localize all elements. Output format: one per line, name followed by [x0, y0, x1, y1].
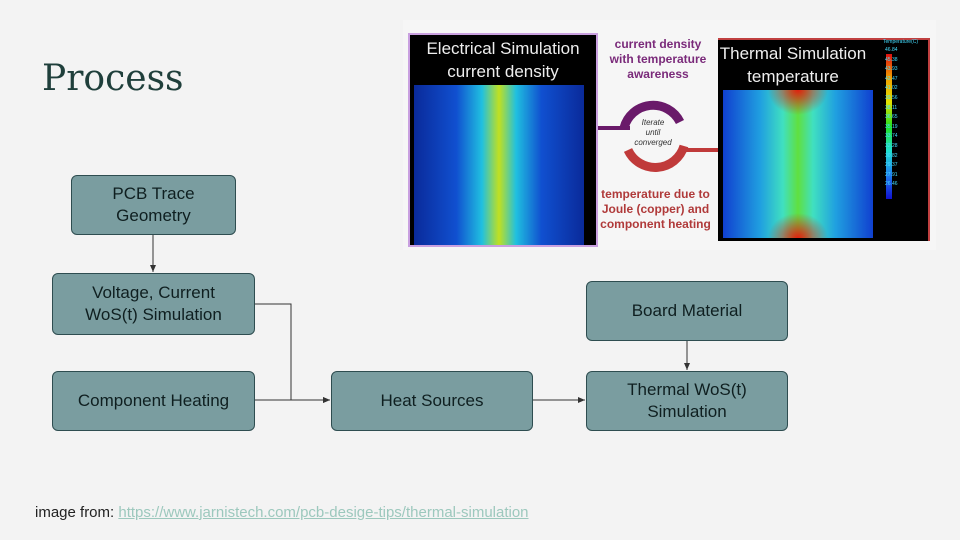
credit-link[interactable]: https://www.jarnistech.com/pcb-desige-ti…: [118, 504, 529, 521]
legend-value: 26.46: [885, 181, 898, 188]
legend-value: 46.84: [885, 47, 898, 53]
legend-value: 43.93: [885, 66, 898, 73]
image-credit: image from: https://www.jarnistech.com/p…: [35, 504, 529, 521]
node-thermal-simulation: Thermal WoS(t) Simulation: [586, 371, 788, 431]
legend-value: 32.28: [885, 142, 898, 149]
temperature-map: [723, 90, 873, 238]
legend-value: 30.82: [885, 152, 898, 159]
credit-prefix: image from:: [35, 504, 119, 521]
thermal-title: Thermal Simulation temperature: [719, 44, 867, 86]
legend-value: 29.37: [885, 162, 898, 169]
current-density-map: [414, 85, 584, 245]
slide-title: Process: [42, 58, 184, 99]
connector-voltage-heat: [255, 303, 330, 403]
node-component-heating: Component Heating: [52, 371, 255, 431]
electrical-panel: Electrical Simulation current density: [408, 33, 598, 247]
loop-caption: Iterate until converged: [634, 118, 672, 147]
legend-value: 27.91: [885, 171, 898, 178]
node-pcb-trace-geometry: PCB Trace Geometry: [71, 175, 236, 235]
node-heat-sources: Heat Sources: [331, 371, 533, 431]
node-board-material: Board Material: [586, 281, 788, 341]
legend-colorbar: [886, 54, 892, 199]
electrical-title: Electrical Simulation current density: [426, 39, 580, 81]
legend-title: Temperature(C): [883, 39, 919, 45]
legend-value: 42.47: [885, 75, 898, 82]
legend-value: 38.11: [885, 104, 898, 111]
top-caption: current density with temperature awarene…: [609, 37, 707, 81]
bottom-caption: temperature due to Joule (copper) and co…: [600, 187, 711, 231]
legend-value: 36.65: [885, 114, 898, 121]
temperature-legend: Temperature(C) 46.84 45.38 43.93 42.47 4…: [883, 39, 918, 191]
legend-value: 39.56: [885, 94, 898, 101]
thermal-panel: Thermal Simulation temperature: [718, 38, 930, 241]
legend-value: 45.38: [885, 56, 898, 63]
legend-value: 33.74: [885, 133, 898, 140]
legend-value: 41.02: [885, 85, 898, 92]
legend-value: 35.19: [885, 123, 898, 130]
node-voltage-current-simulation: Voltage, Current WoS(t) Simulation: [52, 273, 255, 335]
